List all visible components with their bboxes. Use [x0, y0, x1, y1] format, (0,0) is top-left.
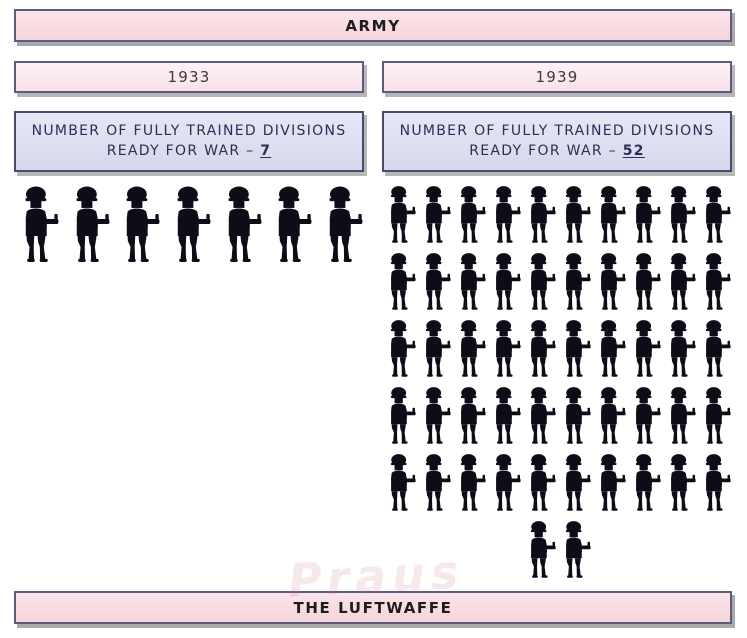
soldier-icon: [530, 386, 556, 444]
soldier-icon: [460, 185, 486, 243]
soldier-icon: [670, 386, 696, 444]
year-1939-label: 1939: [535, 68, 579, 86]
soldier-icon: [670, 185, 696, 243]
soldier-icon: [565, 185, 591, 243]
soldier-icon: [530, 319, 556, 377]
soldier-icon: [565, 453, 591, 511]
soldier-icon: [530, 520, 556, 578]
soldier-icon: [565, 319, 591, 377]
soldier-icon: [390, 453, 416, 511]
soldier-icon: [705, 453, 731, 511]
year-row: 1933 1939: [14, 61, 732, 93]
army-banner-title: ARMY: [345, 16, 401, 35]
year-box-1933: 1933: [14, 61, 364, 93]
divisions-value-1939: 52: [622, 143, 645, 160]
soldier-icon: [705, 252, 731, 310]
soldier-icon: [25, 186, 59, 262]
divisions-info-1933: NUMBER OF FULLY TRAINED DIVISIONS READY …: [14, 111, 364, 172]
soldier-icon: [278, 186, 312, 262]
soldier-icon: [425, 252, 451, 310]
divisions-label-1933: NUMBER OF FULLY TRAINED DIVISIONS READY …: [31, 123, 347, 160]
soldier-icon: [635, 252, 661, 310]
soldier-icon: [390, 185, 416, 243]
soldier-icon: [495, 453, 521, 511]
soldier-icon: [635, 185, 661, 243]
soldier-icon: [565, 520, 591, 578]
soldier-icon: [495, 185, 521, 243]
soldier-icon: [600, 453, 626, 511]
soldier-icon: [329, 186, 363, 262]
panels-container: NUMBER OF FULLY TRAINED DIVISIONS READY …: [14, 111, 732, 580]
luftwaffe-banner: THE LUFTWAFFE: [14, 591, 732, 624]
soldier-icon: [390, 386, 416, 444]
divisions-value-1933: 7: [260, 143, 272, 160]
soldier-icon: [705, 319, 731, 377]
soldier-icon: [126, 186, 160, 262]
soldier-icon: [495, 319, 521, 377]
soldier-icon: [76, 186, 110, 262]
soldier-icon: [635, 319, 661, 377]
soldier-icon: [565, 386, 591, 444]
soldier-icon: [670, 252, 696, 310]
soldier-icon: [495, 252, 521, 310]
army-banner: ARMY: [14, 9, 732, 42]
soldier-icon: [390, 252, 416, 310]
soldier-icon: [460, 386, 486, 444]
soldier-icon: [495, 386, 521, 444]
soldier-icon: [705, 185, 731, 243]
soldier-icon: [670, 453, 696, 511]
soldier-icon: [600, 252, 626, 310]
soldier-icon: [460, 252, 486, 310]
soldier-icon: [390, 319, 416, 377]
soldier-icon: [600, 185, 626, 243]
soldier-icon: [425, 185, 451, 243]
soldier-icon: [670, 319, 696, 377]
soldier-icon: [425, 386, 451, 444]
soldier-icon: [228, 186, 262, 262]
year-1933-label: 1933: [167, 68, 211, 86]
soldier-icon: [705, 386, 731, 444]
soldier-icon: [460, 453, 486, 511]
soldier-icon: [600, 319, 626, 377]
divisions-info-1939: NUMBER OF FULLY TRAINED DIVISIONS READY …: [382, 111, 732, 172]
soldier-icon: [425, 319, 451, 377]
soldier-grid-1939: [382, 185, 732, 580]
soldier-icon: [635, 386, 661, 444]
panel-1933: NUMBER OF FULLY TRAINED DIVISIONS READY …: [14, 111, 364, 580]
soldier-icon: [425, 453, 451, 511]
soldier-icon: [177, 186, 211, 262]
soldier-icon: [460, 319, 486, 377]
soldier-icon: [530, 252, 556, 310]
soldier-icon: [530, 185, 556, 243]
soldier-icon: [635, 453, 661, 511]
divisions-label-1939: NUMBER OF FULLY TRAINED DIVISIONS READY …: [399, 123, 715, 160]
soldier-grid-1933: [14, 185, 364, 265]
panel-1939: NUMBER OF FULLY TRAINED DIVISIONS READY …: [382, 111, 732, 580]
year-box-1939: 1939: [382, 61, 732, 93]
soldier-icon: [600, 386, 626, 444]
soldier-icon: [530, 453, 556, 511]
soldier-icon: [565, 252, 591, 310]
luftwaffe-banner-title: THE LUFTWAFFE: [293, 598, 453, 617]
